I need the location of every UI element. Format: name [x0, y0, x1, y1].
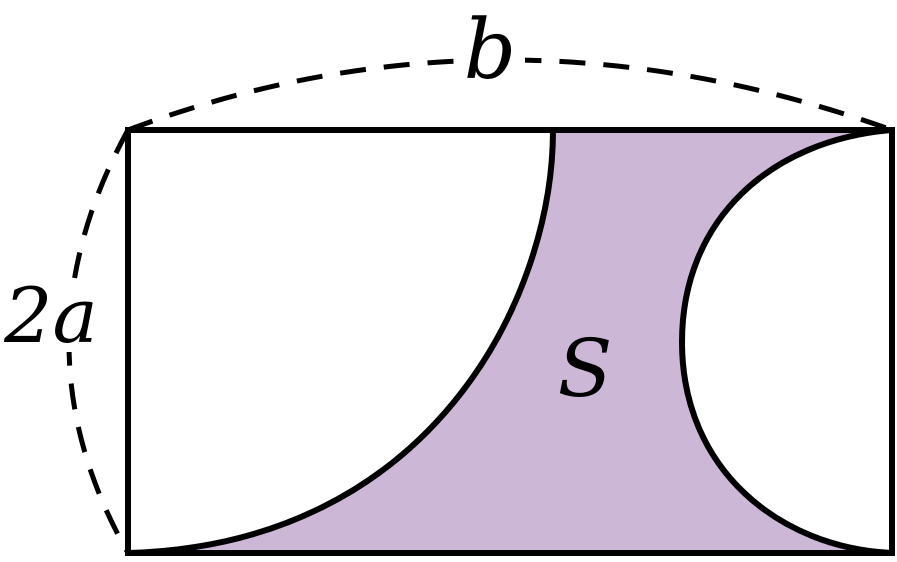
- right-curve: [678, 127, 893, 556]
- top-label-background: [455, 28, 525, 92]
- left-label-background: [0, 282, 98, 352]
- shaded-region-s: [128, 130, 892, 553]
- rectangle-outline: [125, 127, 895, 556]
- left-dimension-label: 2a: [3, 271, 98, 360]
- left-curve: [127, 129, 556, 556]
- top-dimension-arc: [127, 57, 893, 133]
- top-dimension-label: b: [464, 3, 517, 98]
- region-label: S: [558, 322, 613, 415]
